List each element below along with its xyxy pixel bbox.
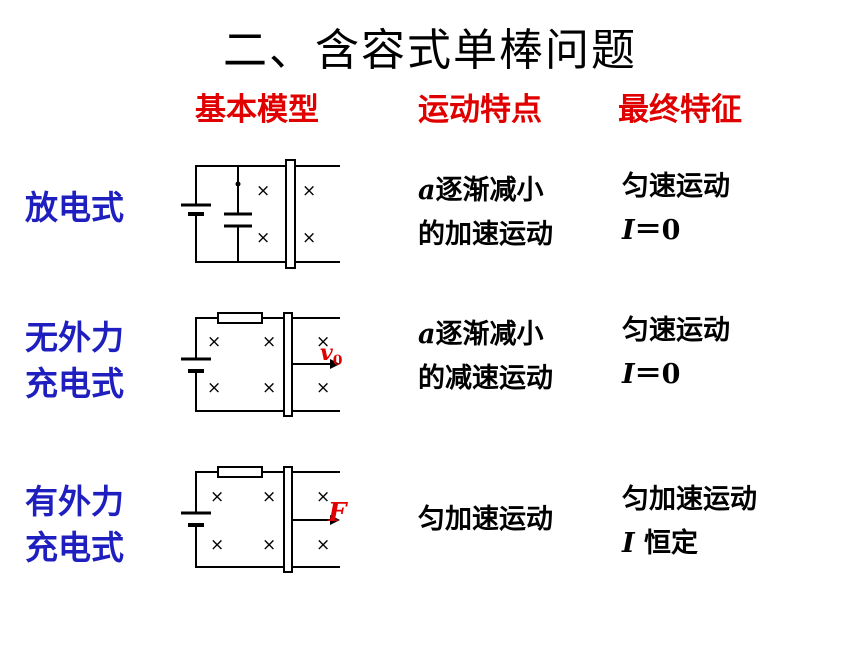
field-symbol: ×: [316, 535, 330, 555]
header-final: 最终特征: [618, 92, 742, 128]
motion-text: 逐渐减小: [435, 175, 544, 206]
resistor: [217, 312, 263, 324]
row-label-line: 无外力: [25, 318, 124, 357]
wire: [195, 165, 292, 205]
final-discharge: 匀速运动 I＝0: [622, 165, 730, 253]
row-label-line: 充电式: [25, 528, 124, 567]
force-label: F: [327, 498, 348, 528]
conducting-rod: [285, 159, 296, 269]
row-label-line: 充电式: [25, 364, 124, 403]
field-symbol: ×: [302, 228, 316, 248]
final-text: 匀速运动: [622, 315, 730, 346]
final-text: 匀加速运动: [622, 484, 757, 515]
header-model: 基本模型: [195, 92, 319, 128]
field-symbol: ×: [210, 535, 224, 555]
field-symbol: ×: [210, 487, 224, 507]
velocity-subscript: 0: [333, 353, 343, 369]
page-title: 二、含容式单棒问题: [223, 25, 637, 76]
current-symbol: I: [622, 359, 635, 390]
field-symbol: ×: [316, 487, 330, 507]
field-symbol: ×: [262, 535, 276, 555]
field-symbol: ×: [302, 181, 316, 201]
row-label-line: 放电式: [25, 188, 124, 227]
final-free-charge: 匀速运动 I＝0: [622, 309, 730, 397]
row-label-line: 有外力: [25, 482, 124, 521]
motion-text: 的减速运动: [418, 363, 553, 394]
field-symbol: ×: [256, 228, 270, 248]
field-symbol: ×: [316, 332, 330, 352]
motion-free-charge: a逐渐减小 的减速运动: [418, 313, 553, 401]
wire: [195, 226, 292, 263]
motion-text: 的加速运动: [418, 219, 553, 250]
motion-text: 逐渐减小: [435, 319, 544, 350]
final-text: 匀速运动: [622, 171, 730, 202]
row-label-free-charge: 无外力 充电式: [25, 315, 124, 407]
junction-dot: [235, 181, 241, 187]
accel-symbol: a: [418, 319, 436, 350]
final-text: ＝0: [634, 215, 681, 246]
current-symbol: I: [622, 528, 635, 559]
velocity-label: v0: [320, 340, 343, 369]
wire: [195, 380, 286, 412]
velocity-arrowhead: [330, 359, 340, 369]
wire: [195, 534, 286, 568]
field-symbol: ×: [262, 332, 276, 352]
final-text: 恒定: [634, 528, 699, 559]
field-symbol: ×: [262, 487, 276, 507]
final-forced-charge: 匀加速运动 I 恒定: [622, 478, 757, 566]
field-symbol: ×: [256, 181, 270, 201]
motion-discharge: a逐渐减小 的加速运动: [418, 169, 553, 257]
field-symbol: ×: [207, 378, 221, 398]
current-symbol: I: [622, 215, 635, 246]
field-symbol: ×: [262, 378, 276, 398]
conducting-rod: [283, 466, 293, 573]
accel-symbol: a: [418, 175, 436, 206]
resistor: [217, 466, 263, 478]
field-symbol: ×: [207, 332, 221, 352]
motion-forced-charge: 匀加速运动: [418, 498, 553, 542]
field-symbol: ×: [316, 378, 330, 398]
motion-text: 匀加速运动: [418, 504, 553, 535]
row-label-discharge: 放电式: [25, 185, 124, 231]
velocity-symbol: v: [320, 340, 333, 366]
final-text: ＝0: [634, 359, 681, 390]
force-arrowhead: [330, 515, 340, 525]
row-label-forced-charge: 有外力 充电式: [25, 479, 124, 571]
header-motion: 运动特点: [418, 92, 542, 128]
